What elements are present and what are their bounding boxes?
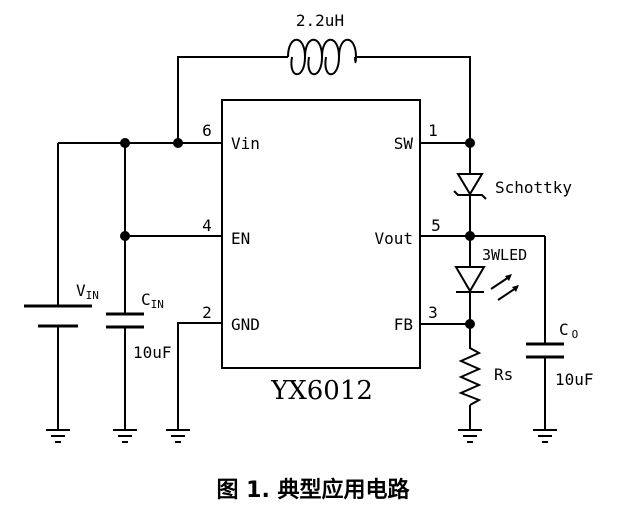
- ground-symbol-gnd: [166, 429, 190, 443]
- pin-en-name: EN: [231, 229, 250, 248]
- junction-dots: [120, 138, 475, 329]
- figure-caption: 图 1. 典型应用电路: [217, 477, 411, 503]
- ic-body: [221, 99, 421, 369]
- left-wiring: [24, 142, 222, 430]
- pin-vout-number: 5: [431, 216, 441, 235]
- led: [454, 266, 519, 301]
- resistor-rs: [458, 344, 482, 406]
- co-capacitor: [526, 342, 564, 359]
- pin-sw-name: SW: [394, 134, 414, 153]
- inductor-coil: [287, 38, 358, 76]
- pin-vout-name: Vout: [374, 229, 413, 248]
- cin-value: 10uF: [133, 343, 172, 362]
- pin-vin-name: Vin: [231, 134, 260, 153]
- inductor-label: 2.2uH: [296, 11, 344, 30]
- chip-name: YX6012: [270, 376, 373, 406]
- pin-vin-number: 6: [202, 121, 212, 140]
- resistor-label: Rs: [494, 365, 513, 384]
- schottky-diode: [453, 173, 487, 200]
- led-ray-1: [490, 276, 510, 290]
- inductor-wiring: [177, 38, 471, 143]
- pin-fb-number: 3: [428, 303, 438, 322]
- schottky-label: Schottky: [495, 178, 572, 197]
- right-wiring: [420, 142, 546, 430]
- cin-label: CIN: [141, 290, 164, 311]
- ground-symbol-vin: [46, 429, 70, 443]
- pin-fb-name: FB: [394, 315, 413, 334]
- led-label: 3WLED: [482, 246, 527, 264]
- pin-gnd-name: GND: [231, 315, 260, 334]
- pin-gnd-number: 2: [202, 303, 212, 322]
- ground-symbol-rs: [458, 429, 482, 443]
- ground-symbol-co: [533, 429, 557, 443]
- pin-sw-number: 1: [428, 121, 438, 140]
- led-ray-2: [497, 287, 517, 301]
- vin-label: VIN: [76, 281, 99, 302]
- pin-en-number: 4: [202, 216, 212, 235]
- ground-symbol-cin: [113, 429, 137, 443]
- co-value: 10uF: [555, 370, 594, 389]
